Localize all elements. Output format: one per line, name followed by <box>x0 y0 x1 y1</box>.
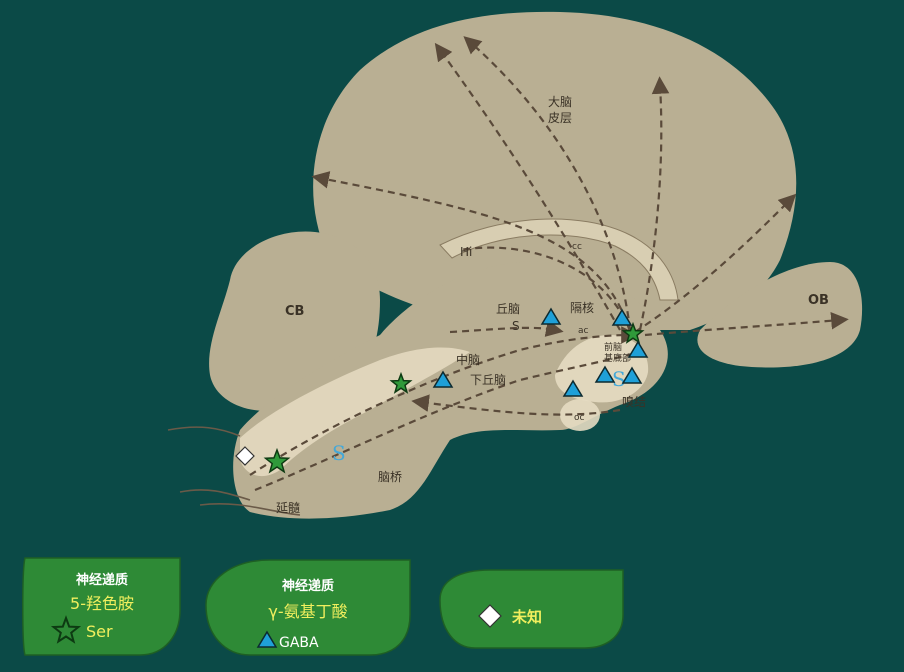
nerve-fiber-2 <box>179 489 251 501</box>
gaba-triangle-marker <box>594 365 616 383</box>
label-ob: OB <box>808 293 829 308</box>
gaba-triangle-marker <box>562 379 584 397</box>
legend-unknown: 未知 <box>439 569 624 649</box>
brainstem-tract-region <box>240 347 470 477</box>
label-cc: cc <box>572 242 582 252</box>
legend-gaba-name: γ-氨基丁酸 <box>268 602 347 621</box>
serotonin-star-marker <box>389 371 413 394</box>
legend-diamond-icon <box>478 604 502 628</box>
gaba-triangle-marker <box>611 308 633 326</box>
legend-gaba: 神经递质 γ-氨基丁酸 GABA <box>205 559 411 656</box>
legend-serotonin-abbr: Ser <box>86 622 113 641</box>
label-septum: 隔核 <box>570 301 594 315</box>
label-basal: 前脑基底部 <box>604 341 631 364</box>
label-cortex: 大脑皮层 <box>548 95 572 125</box>
olfactory-bulb-shape <box>697 262 863 368</box>
legend-gaba-abbr: GABA <box>279 635 319 651</box>
label-thalamus: 丘脑 <box>496 302 520 316</box>
nerve-fiber-3 <box>199 503 301 516</box>
tract-cortex-1 <box>638 76 670 331</box>
label-pons: 脑桥 <box>378 470 402 484</box>
legend-triangle-icon <box>256 630 278 648</box>
serotonin-star-marker <box>621 321 645 344</box>
legend-unknown-name: 未知 <box>511 608 542 626</box>
legend-serotonin-name: 5-羟色胺 <box>70 594 134 613</box>
legend-serotonin: 神经递质 5-羟色胺 Ser <box>22 557 181 656</box>
label-hypothalamus: 下丘脑 <box>470 373 506 387</box>
tract-cortex-2 <box>463 36 632 331</box>
label-midbrain: 中脑 <box>456 352 480 367</box>
cortex-shape <box>313 11 797 331</box>
legend-serotonin-title: 神经递质 <box>76 572 128 588</box>
serotonin-star-marker <box>263 447 291 474</box>
tract-hi <box>459 246 632 331</box>
gaba-triangle-marker <box>432 370 454 388</box>
gaba-triangle-marker <box>621 366 643 384</box>
label-medulla: 延髓 <box>276 501 300 515</box>
legend-gaba-title: 神经递质 <box>282 578 334 594</box>
label-olfactory-tubercle: 嗅结 <box>622 395 646 409</box>
tract-thalamus <box>449 319 564 337</box>
label-hi: Hi <box>460 245 472 259</box>
unknown-diamond-marker <box>235 446 255 466</box>
label-cb: CB <box>285 304 304 319</box>
tract-cortex-5 <box>634 193 797 333</box>
tract-brainstem-1 <box>249 326 639 476</box>
gaba-triangle-marker <box>540 307 562 325</box>
legend-star-icon <box>50 615 82 644</box>
label-s-small: S <box>512 319 520 333</box>
s-marker-pons: S <box>332 441 346 465</box>
tract-cortex-3 <box>434 42 621 331</box>
tract-descending <box>411 394 621 416</box>
label-oc: oc <box>574 413 585 423</box>
label-ac: ac <box>578 326 589 336</box>
basal-forebrain-region <box>555 335 649 403</box>
tract-ob <box>644 311 849 337</box>
nerve-fiber-1 <box>167 426 241 437</box>
gaba-triangle-marker <box>627 340 649 358</box>
s-marker-basal: S <box>612 367 626 391</box>
tract-cortex-4 <box>311 171 632 333</box>
